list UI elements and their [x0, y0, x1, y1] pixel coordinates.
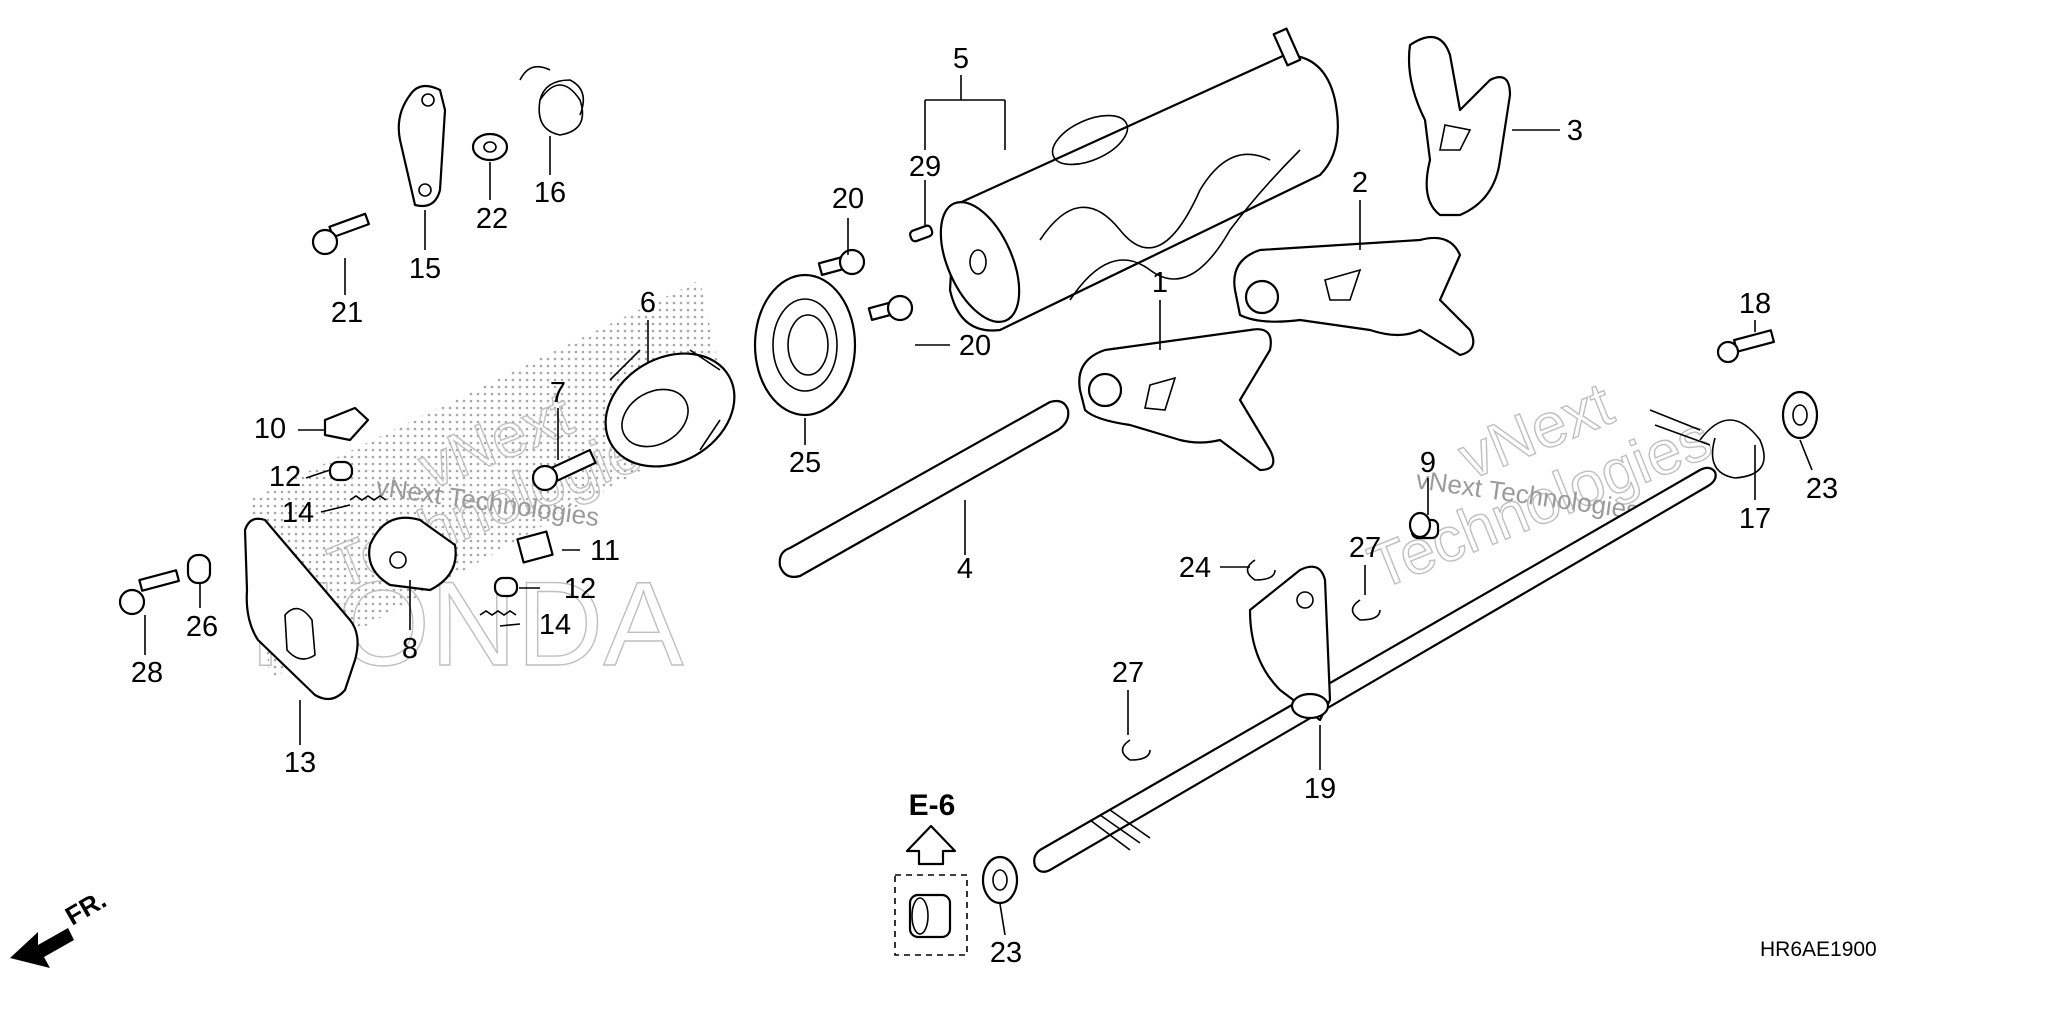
callout-4: 4: [957, 553, 973, 585]
callout-12-upper: 12: [269, 461, 301, 493]
callout-20-lower: 20: [959, 330, 991, 362]
callout-27-upper: 27: [1349, 532, 1381, 564]
callout-18: 18: [1739, 288, 1771, 320]
part-17-spring: [1649, 409, 1765, 479]
callout-14-lower: 14: [539, 609, 571, 641]
callouts: 5 29 3 2 1 4 20 20 25 6 7 11 8 10 12 12 …: [60, 43, 1877, 969]
callout-17: 17: [1739, 503, 1771, 535]
part-25-bearing: [753, 273, 857, 417]
callout-23-right: 23: [1806, 473, 1838, 505]
callout-9: 9: [1420, 447, 1436, 479]
callout-22: 22: [476, 203, 508, 235]
callout-24: 24: [1179, 552, 1211, 584]
callout-29: 29: [909, 151, 941, 183]
callout-23-bottom: 23: [990, 937, 1022, 969]
callout-21: 21: [331, 297, 363, 329]
part-2-shift-fork: [1233, 236, 1475, 357]
callout-11: 11: [590, 535, 620, 567]
callout-10: 10: [254, 413, 286, 445]
callout-28: 28: [131, 657, 163, 689]
callout-14-upper: 14: [282, 497, 314, 529]
part-22-washer: [471, 132, 509, 162]
part-20-bolt-lower: [867, 294, 914, 322]
part-21-bolt: [311, 212, 371, 256]
reference-label: E-6: [909, 789, 956, 822]
front-arrow-icon: [10, 928, 74, 968]
part-10-clip: [323, 406, 370, 442]
callout-20-upper: 20: [832, 183, 864, 215]
callout-1: 1: [1152, 267, 1168, 299]
part-12-cap-lower: [493, 576, 519, 598]
part-18-bolt: [1716, 329, 1776, 364]
reference-arrow-icon: [905, 824, 957, 866]
part-7-bolt: [531, 448, 597, 492]
callout-13: 13: [284, 747, 316, 779]
callout-12-lower: 12: [564, 573, 596, 605]
part-16-spring: [519, 65, 585, 136]
callout-26: 26: [186, 611, 218, 643]
part-3-shift-fork: [1407, 35, 1512, 217]
part-14-spring-lower: [479, 610, 517, 616]
part-27-clip-upper: [1351, 599, 1381, 621]
callout-16: 16: [534, 177, 566, 209]
callout-3: 3: [1567, 115, 1583, 147]
part-1-shift-fork: [1078, 328, 1275, 472]
callout-7: 7: [550, 377, 566, 409]
part-4-fork-shaft: [778, 399, 1070, 578]
callout-8: 8: [402, 633, 418, 665]
part-19-gearshift-spindle: [1033, 466, 1717, 873]
part-6-drum-cam: [604, 349, 736, 468]
part-26-collar: [186, 553, 212, 585]
callout-5: 5: [953, 43, 969, 75]
reference-box: [894, 824, 968, 956]
part-29-pin: [908, 224, 934, 243]
part-12-cap-upper: [328, 460, 354, 482]
front-label: FR.: [60, 884, 111, 931]
part-28-bolt: [118, 569, 181, 616]
callout-6: 6: [640, 287, 656, 319]
part-15-lever: [397, 84, 447, 208]
part-5-shift-drum: [939, 27, 1339, 332]
part-13-plate: [243, 517, 359, 701]
part-11-pin: [516, 530, 554, 564]
callout-19: 19: [1304, 773, 1336, 805]
leader-lines: [144, 75, 1813, 936]
part-9-bolt: [1408, 511, 1440, 540]
part-20-bolt-upper: [817, 248, 866, 277]
part-27-clip-lower: [1121, 739, 1151, 761]
callout-25: 25: [789, 447, 821, 479]
part-8-stopper-arm: [368, 516, 457, 592]
callout-15: 15: [409, 253, 441, 285]
callout-2: 2: [1352, 167, 1368, 199]
part-23-washer-right: [1781, 390, 1819, 440]
part-14-spring-upper: [349, 495, 387, 501]
part-24-clip: [1246, 559, 1276, 581]
part-23-washer-bottom: [981, 855, 1019, 905]
front-direction: [10, 928, 74, 968]
callout-27-lower: 27: [1112, 657, 1144, 689]
watermark: HONDA vNext Technologies vNext Technolog…: [249, 369, 1721, 692]
diagram-code: HR6AE1900: [1760, 938, 1877, 961]
